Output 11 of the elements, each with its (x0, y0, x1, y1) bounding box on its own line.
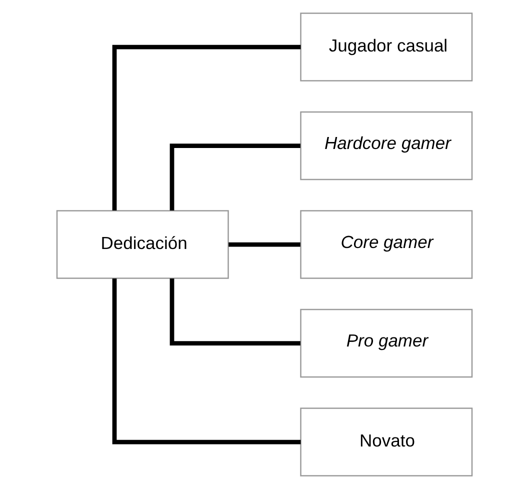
node-box: Pro gamer (300, 308, 472, 378)
connector (112, 44, 300, 211)
connector (228, 242, 300, 247)
node-box: Novato (300, 408, 472, 476)
node-box: Core gamer (300, 210, 472, 279)
connector (169, 144, 300, 211)
node-box: Jugador casual (300, 12, 472, 82)
node-box: Dedicación (56, 210, 228, 279)
node-box: Hardcore gamer (300, 111, 472, 180)
connector (169, 278, 300, 346)
connector (112, 278, 300, 444)
